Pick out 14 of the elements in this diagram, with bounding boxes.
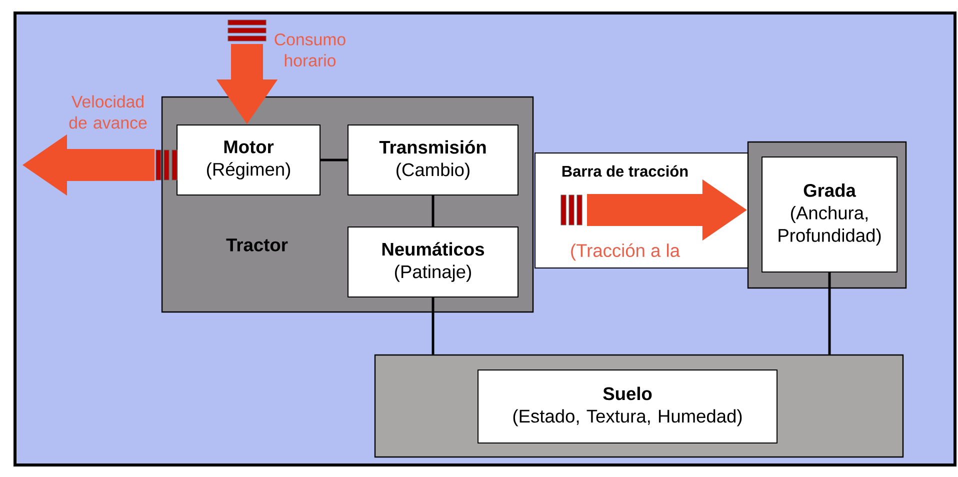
process-box: Grada (Anchura, Profundidad) <box>762 156 898 273</box>
process-box: Motor (Régimen) <box>176 124 321 196</box>
band-title: Barra de tracción <box>562 165 688 177</box>
connector-line <box>320 158 348 162</box>
process-box: Suelo (Estado, Textura, Humedad) <box>478 370 778 444</box>
process-box: Transmisión (Cambio) <box>348 124 518 196</box>
node-label: Tractor <box>226 238 288 252</box>
connector-line <box>828 272 831 354</box>
connector-line <box>432 196 434 226</box>
band-note: (Tracción a la <box>571 243 680 261</box>
process-box: Neumáticos (Patinaje) <box>348 226 518 298</box>
edge-label: Consumo horario <box>274 34 346 66</box>
connector-line <box>432 298 434 354</box>
edge-label: Velocidad de avance <box>69 95 147 129</box>
